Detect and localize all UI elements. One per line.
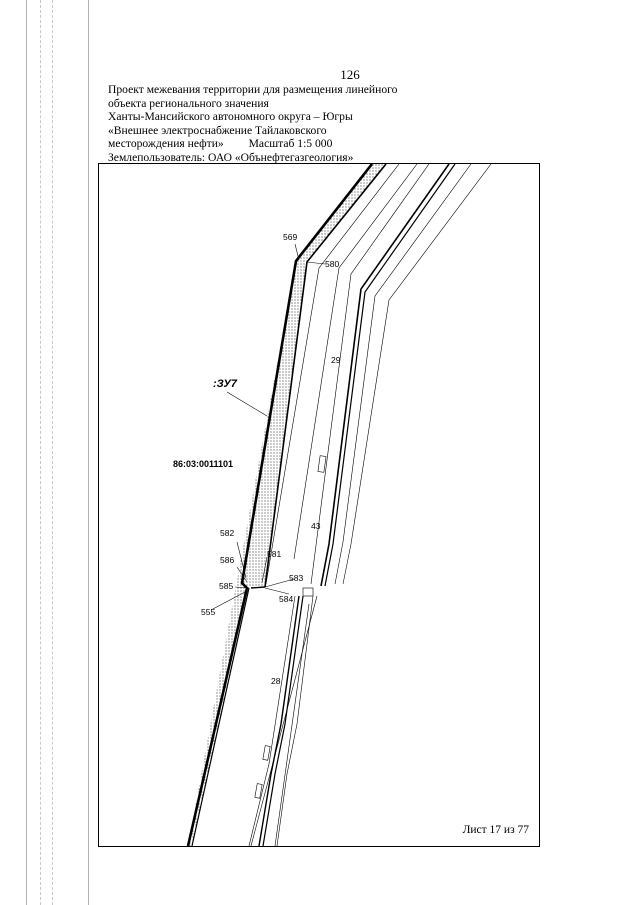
service-mark	[254, 783, 263, 799]
leader-line	[236, 566, 248, 583]
leader-line	[226, 391, 268, 417]
header-line: месторождения нефти» Масштаб 1:5 000	[108, 137, 438, 151]
header-line: Проект межевания территории для размещен…	[108, 83, 398, 96]
power-line	[324, 164, 456, 587]
leader-line	[234, 586, 250, 589]
corridor-line	[248, 595, 296, 846]
point-label: 584	[279, 594, 294, 604]
point-label: 555	[201, 607, 216, 617]
leader-line	[264, 578, 295, 588]
land-plot-boundary	[191, 587, 250, 846]
document-header: Проект межевания территории для размещен…	[108, 83, 438, 165]
binding-line	[88, 0, 89, 905]
land-plot-boundary	[250, 586, 266, 589]
corridor-line	[334, 164, 472, 585]
leader-line	[306, 261, 326, 265]
service-mark	[302, 587, 314, 597]
corridor-line	[250, 595, 318, 846]
leader-line	[294, 243, 300, 261]
sheet-number: Лист 17 из 77	[462, 824, 529, 836]
power-line	[258, 595, 300, 846]
point-label: 581	[267, 549, 282, 559]
service-mark	[317, 455, 327, 473]
map-scale: Масштаб 1:5 000	[248, 137, 333, 151]
land-plot-label: :ЗУ7	[213, 378, 237, 390]
service-mark	[262, 745, 271, 761]
leader-line	[261, 556, 268, 584]
header-line: Ханты-Мансийского автономного округа – Ю…	[108, 110, 353, 124]
corridor-line	[276, 595, 314, 846]
binding-line	[52, 0, 53, 905]
point-label: 582	[220, 528, 235, 538]
point-label: 583	[289, 573, 304, 583]
land-user: Землепользователь: ОАО «Обънефтегазгеоло…	[108, 150, 354, 164]
binding-line	[26, 0, 27, 905]
corridor-line	[293, 164, 418, 560]
leader-line	[236, 541, 247, 579]
point-label: 585	[219, 581, 234, 591]
binding-line	[40, 0, 41, 905]
point-label: 586	[220, 555, 235, 565]
header-line: «Внешнее электроснабжение Тайлаковского	[108, 123, 327, 137]
point-label: 569	[283, 232, 298, 242]
project-object-name: месторождения нефти»	[108, 137, 224, 151]
power-line	[262, 595, 304, 846]
corridor-line	[342, 164, 492, 585]
corridor-line	[310, 164, 430, 585]
corridor-line	[265, 164, 400, 585]
header-line: объекта регионального значения	[108, 96, 269, 110]
map-frame: 569 580 :ЗУ7 86:03:0011101 29 43 28 582 …	[98, 163, 540, 847]
page-number: 126	[340, 67, 360, 82]
power-line	[320, 164, 450, 587]
leader-line	[264, 587, 290, 595]
leader-line	[210, 591, 246, 611]
corridor-line	[274, 603, 310, 846]
map-drawing	[186, 164, 492, 846]
cadastral-number: 86:03:0011101	[173, 459, 234, 469]
lot-label: 29	[331, 355, 341, 365]
point-label: 580	[325, 259, 340, 269]
land-plot-boundary	[186, 164, 374, 846]
lot-label: 43	[311, 521, 321, 531]
lot-label: 28	[271, 676, 281, 686]
